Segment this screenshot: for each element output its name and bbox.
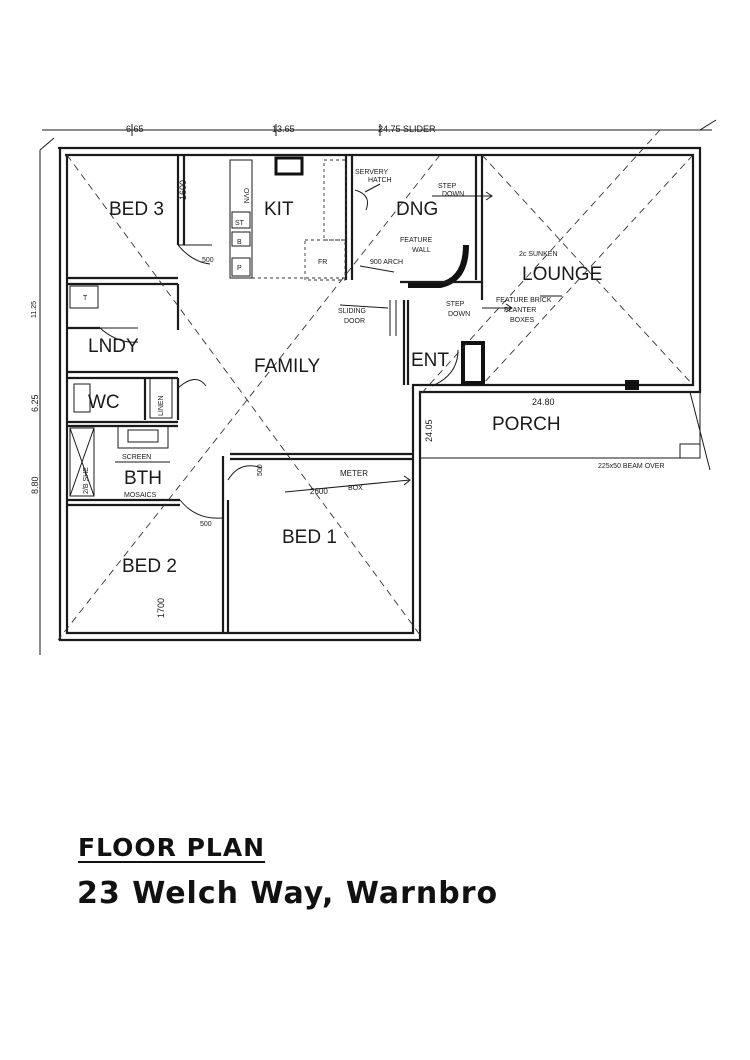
note-planter: PLANTER [504, 307, 536, 314]
floor-plan-drawing: BED 3 KIT DNG LOUNGE LNDY FAMILY ENT WC … [30, 119, 717, 655]
note-robe: 2/B SHE [83, 467, 90, 494]
fixtures [69, 285, 639, 497]
room-label-porch: PORCH [492, 414, 561, 435]
porch-outline [419, 391, 711, 471]
note-step: STEP [446, 301, 465, 308]
dimension-label: 24.80 [532, 397, 555, 407]
note-stove: ST [235, 220, 245, 227]
note-hatch: HATCH [368, 177, 392, 184]
roof-diagonals [57, 129, 694, 641]
room-label-ent: ENT [411, 350, 449, 371]
dimension-tick [699, 119, 717, 131]
dimension-label: 24.05 [424, 419, 434, 442]
note-box: BOX [348, 485, 363, 492]
dimension-label: 6.25 [30, 394, 40, 412]
note-mosaics: MOSAICS [124, 492, 157, 499]
dimension-label: 500 [200, 521, 212, 528]
note-arch: 900 ARCH [370, 259, 403, 266]
room-label-bed3: BED 3 [109, 199, 164, 220]
note-fridge: FR [318, 259, 327, 266]
note-down: DOWN [442, 191, 464, 198]
dimension-label: 8.80 [30, 476, 40, 494]
note-beam: 225x50 BEAM OVER [598, 463, 665, 470]
dimension-label: 1600 [178, 180, 188, 200]
door-swings [99, 189, 459, 519]
room-label-bed2: BED 2 [122, 556, 177, 577]
note-door: DOOR [344, 318, 365, 325]
note-meter: METER [340, 469, 368, 478]
property-address: 23 Welch Way, Warnbro [77, 876, 499, 911]
room-label-kit: KIT [264, 199, 294, 220]
dimension-label: 13.65 [272, 124, 295, 134]
shower [69, 427, 95, 497]
room-label-lndy: LNDY [88, 336, 139, 357]
note-feature: FEATURE [400, 237, 432, 244]
dimension-label: 24.75 SLIDER [378, 124, 436, 134]
dimension-label: 6.65 [126, 124, 144, 134]
note-feature-brick: FEATURE BRICK [496, 297, 552, 304]
dimension-label: 2600 [310, 487, 328, 496]
note-boxes: BOXES [510, 317, 534, 324]
wc-pan [73, 383, 91, 413]
kitchen-fixtures [229, 156, 347, 281]
dimension-label: 1700 [156, 598, 166, 618]
note-oven: OVN [242, 188, 249, 203]
note-p: P [237, 265, 242, 272]
note-servery: SERVERY [355, 169, 389, 176]
room-label-wc: WC [88, 392, 120, 413]
note-step: STEP [438, 183, 457, 190]
dimension-label: 500 [257, 464, 264, 476]
dimension-label: 11.25 [31, 301, 38, 318]
vanity [117, 425, 169, 449]
annotation-arrows [284, 183, 562, 493]
room-label-lounge: LOUNGE [522, 264, 602, 285]
room-label-dng: DNG [396, 199, 438, 220]
room-label-bed1: BED 1 [282, 527, 337, 548]
note-b: B [237, 239, 242, 246]
room-label-family: FAMILY [254, 356, 320, 377]
note-linen: LINEN [158, 395, 165, 416]
note-wall: WALL [412, 247, 431, 254]
floor-plan-title: FLOOR PLAN [78, 833, 266, 862]
linen-cupboard [149, 377, 173, 419]
dimension-label: 500 [202, 257, 214, 264]
dimension-tick [39, 137, 55, 151]
note-screen: SCREEN [122, 454, 151, 461]
note-down: DOWN [448, 311, 470, 318]
room-label-bth: BTH [124, 468, 162, 489]
note-sliding: SLIDING [338, 308, 366, 315]
laundry-trough [69, 285, 99, 309]
note-sunken: 2c SUNKEN [519, 251, 558, 258]
note-trough: T [83, 295, 88, 302]
